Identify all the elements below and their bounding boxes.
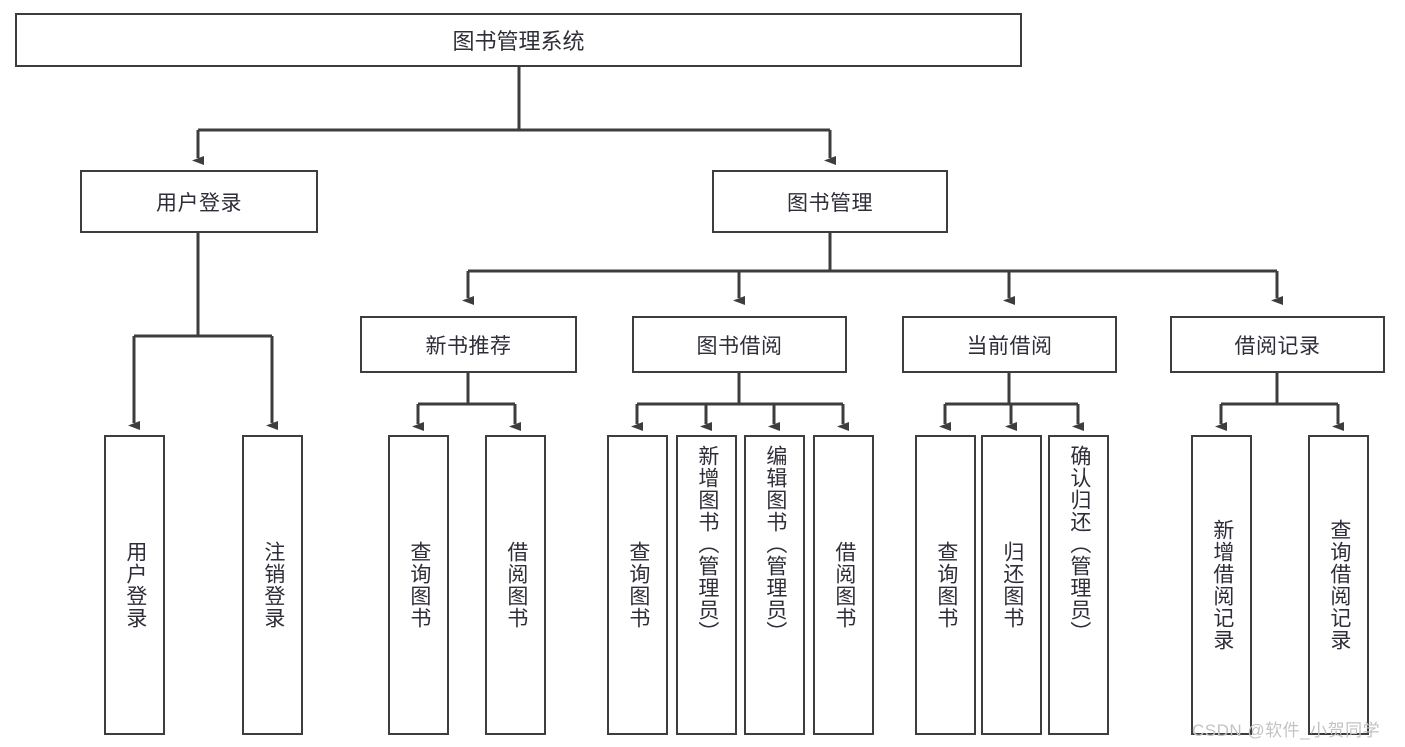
leaf-query-borrow-record[interactable]: 查询借阅记录 bbox=[1308, 435, 1369, 735]
leaf-confirm-return-admin[interactable]: 确认归还（管理员） bbox=[1048, 435, 1109, 735]
leaf-label: 归还图书 bbox=[1000, 541, 1024, 629]
leaf-borrow-book-recommend[interactable]: 借阅图书 bbox=[485, 435, 546, 735]
leaf-query-book-borrow[interactable]: 查询图书 bbox=[607, 435, 668, 735]
leaf-label: 查询图书 bbox=[407, 541, 431, 629]
node-current-borrow[interactable]: 当前借阅 bbox=[902, 316, 1117, 373]
leaf-return-book[interactable]: 归还图书 bbox=[981, 435, 1042, 735]
leaf-label: 编辑图书（管理员） bbox=[763, 445, 787, 643]
node-label: 借阅记录 bbox=[1234, 334, 1321, 358]
leaf-label: 新增借阅记录 bbox=[1210, 519, 1234, 651]
node-new-book-recommend[interactable]: 新书推荐 bbox=[360, 316, 577, 373]
leaf-label: 新增图书（管理员） bbox=[695, 445, 719, 643]
leaf-borrow-book[interactable]: 借阅图书 bbox=[813, 435, 874, 735]
node-label: 用户登录 bbox=[156, 191, 242, 215]
leaf-label: 借阅图书 bbox=[504, 541, 528, 629]
node-label: 图书管理系统 bbox=[452, 29, 585, 54]
node-book-management[interactable]: 图书管理 bbox=[712, 170, 948, 233]
watermark-csdn: CSDN @软件_小贺同学 bbox=[1192, 721, 1381, 740]
node-user-login[interactable]: 用户登录 bbox=[80, 170, 318, 233]
leaf-query-book-recommend[interactable]: 查询图书 bbox=[388, 435, 449, 735]
node-label: 当前借阅 bbox=[966, 334, 1053, 358]
node-book-borrow[interactable]: 图书借阅 bbox=[632, 316, 847, 373]
leaf-label: 查询图书 bbox=[934, 541, 958, 629]
node-label: 图书借阅 bbox=[696, 334, 783, 358]
leaf-add-book-admin[interactable]: 新增图书（管理员） bbox=[676, 435, 737, 735]
leaf-user-login[interactable]: 用户登录 bbox=[104, 435, 165, 735]
leaf-label: 注销登录 bbox=[261, 541, 285, 629]
leaf-add-borrow-record[interactable]: 新增借阅记录 bbox=[1191, 435, 1252, 735]
leaf-label: 查询借阅记录 bbox=[1327, 519, 1351, 651]
leaf-logout-login[interactable]: 注销登录 bbox=[242, 435, 303, 735]
leaf-label: 确认归还（管理员） bbox=[1067, 445, 1091, 643]
leaf-label: 查询图书 bbox=[626, 541, 650, 629]
leaf-label: 用户登录 bbox=[123, 541, 147, 629]
node-label: 新书推荐 bbox=[425, 334, 512, 358]
leaf-query-book-current[interactable]: 查询图书 bbox=[915, 435, 976, 735]
node-root-system[interactable]: 图书管理系统 bbox=[15, 13, 1022, 67]
node-borrow-record[interactable]: 借阅记录 bbox=[1170, 316, 1385, 373]
leaf-edit-book-admin[interactable]: 编辑图书（管理员） bbox=[744, 435, 805, 735]
node-label: 图书管理 bbox=[787, 191, 873, 215]
leaf-label: 借阅图书 bbox=[832, 541, 856, 629]
